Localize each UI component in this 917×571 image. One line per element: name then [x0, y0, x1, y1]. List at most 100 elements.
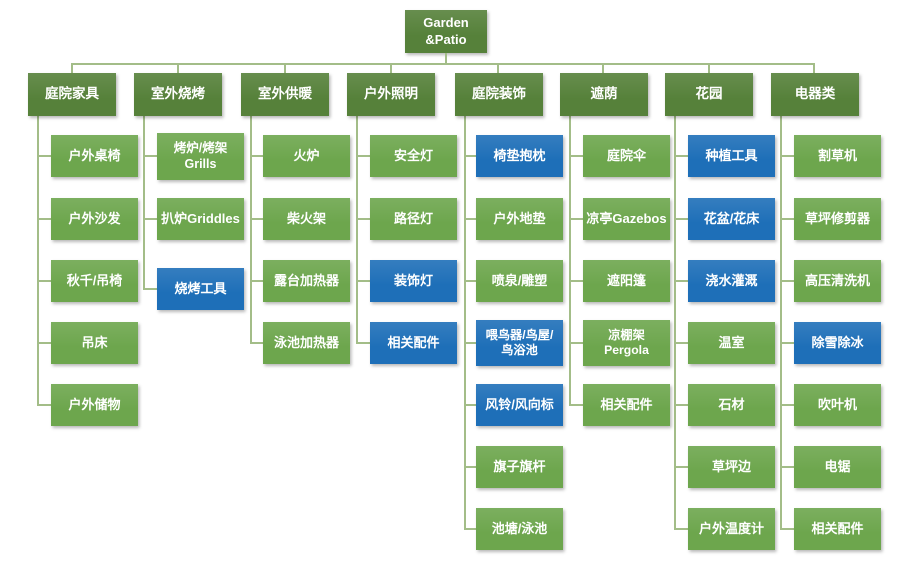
node-shade-accessories: 相关配件	[583, 384, 670, 426]
node-bird-feeder: 喂鸟器/鸟屋/ 鸟浴池	[476, 320, 563, 366]
connector-line	[250, 116, 252, 344]
connector-line	[465, 218, 476, 220]
connector-line	[570, 218, 583, 220]
connector-line	[570, 404, 583, 406]
node-lawn-trimmer: 草坪修剪器	[794, 198, 881, 240]
node-firewood-rack: 柴火架	[263, 198, 350, 240]
node-pressure-washer: 高压清洗机	[794, 260, 881, 302]
connector-line	[38, 218, 51, 220]
connector-line	[781, 218, 794, 220]
connector-line	[251, 218, 263, 220]
connector-line	[71, 63, 73, 73]
connector-line	[781, 528, 794, 530]
node-security-light: 安全灯	[370, 135, 457, 177]
connector-line	[675, 404, 688, 406]
node-electrical-accessories: 相关配件	[794, 508, 881, 550]
connector-line	[675, 155, 688, 157]
connector-line	[38, 342, 51, 344]
connector-line	[390, 63, 392, 73]
connector-line	[465, 528, 476, 530]
connector-line	[465, 342, 476, 344]
connector-line	[674, 116, 676, 530]
node-outdoor-table-chair: 户外桌椅	[51, 135, 138, 177]
node-stone: 石材	[688, 384, 775, 426]
node-chainsaw: 电锯	[794, 446, 881, 488]
node-hammock: 吊床	[51, 322, 138, 364]
connector-line	[284, 63, 286, 73]
category-patio-furniture: 庭院家具	[28, 73, 116, 116]
node-flag-flagpole: 旗子旗杆	[476, 446, 563, 488]
connector-line	[251, 342, 263, 344]
node-bbq-tools: 烧烤工具	[157, 268, 244, 310]
connector-line	[445, 53, 447, 64]
node-planter-flowerbed: 花盆/花床	[688, 198, 775, 240]
node-lawn-edging: 草坪边	[688, 446, 775, 488]
connector-line	[357, 155, 370, 157]
connector-line	[465, 404, 476, 406]
node-root-garden-patio: Garden &Patio	[405, 10, 487, 53]
connector-line	[781, 404, 794, 406]
connector-line	[38, 155, 51, 157]
node-planting-tools: 种植工具	[688, 135, 775, 177]
connector-line	[781, 466, 794, 468]
connector-line	[813, 63, 815, 73]
node-outdoor-storage: 户外储物	[51, 384, 138, 426]
node-patio-umbrella: 庭院伞	[583, 135, 670, 177]
node-gazebos: 凉亭Gazebos	[583, 198, 670, 240]
node-fire-pit: 火炉	[263, 135, 350, 177]
connector-line	[37, 116, 39, 406]
connector-line	[781, 155, 794, 157]
connector-line	[781, 280, 794, 282]
connector-line	[675, 218, 688, 220]
node-awning: 遮阳篷	[583, 260, 670, 302]
connector-line	[144, 155, 157, 157]
node-swing-hanging-chair: 秋千/吊椅	[51, 260, 138, 302]
connector-line	[675, 466, 688, 468]
connector-line	[38, 404, 51, 406]
connector-line	[72, 63, 815, 65]
connector-line	[357, 342, 370, 344]
category-garden: 花园	[665, 73, 753, 116]
connector-line	[570, 155, 583, 157]
node-outdoor-sofa: 户外沙发	[51, 198, 138, 240]
category-outdoor-lighting: 户外照明	[347, 73, 435, 116]
connector-line	[569, 116, 571, 406]
connector-line	[675, 280, 688, 282]
node-lighting-accessories: 相关配件	[370, 322, 457, 364]
connector-line	[570, 342, 583, 344]
node-wind-chime-vane: 风铃/风向标	[476, 384, 563, 426]
connector-line	[144, 288, 157, 290]
connector-line	[357, 280, 370, 282]
node-pond-pool: 池塘/泳池	[476, 508, 563, 550]
connector-line	[465, 466, 476, 468]
connector-line	[675, 342, 688, 344]
node-outdoor-thermometer: 户外温度计	[688, 508, 775, 550]
connector-line	[465, 280, 476, 282]
connector-line	[602, 63, 604, 73]
node-grills: 烤炉/烤架 Grills	[157, 133, 244, 180]
node-decorative-light: 装饰灯	[370, 260, 457, 302]
connector-line	[708, 63, 710, 73]
category-outdoor-bbq: 室外烧烤	[134, 73, 222, 116]
category-garden-decor: 庭院装饰	[455, 73, 543, 116]
category-outdoor-heating: 室外供暖	[241, 73, 329, 116]
node-pool-heater: 泳池加热器	[263, 322, 350, 364]
node-watering-irrigation: 浇水灌溉	[688, 260, 775, 302]
connector-line	[465, 155, 476, 157]
connector-line	[38, 280, 51, 282]
connector-line	[675, 528, 688, 530]
category-electrical: 电器类	[771, 73, 859, 116]
node-cushions-pillows: 椅垫抱枕	[476, 135, 563, 177]
category-shade: 遮荫	[560, 73, 648, 116]
node-path-light: 路径灯	[370, 198, 457, 240]
connector-line	[356, 116, 358, 344]
connector-line	[781, 342, 794, 344]
node-patio-heater: 露台加热器	[263, 260, 350, 302]
connector-line	[570, 280, 583, 282]
connector-line	[177, 63, 179, 73]
connector-line	[143, 116, 145, 290]
node-griddles: 扒炉Griddles	[157, 198, 244, 240]
node-pergola: 凉棚架 Pergola	[583, 320, 670, 366]
connector-line	[464, 116, 466, 530]
